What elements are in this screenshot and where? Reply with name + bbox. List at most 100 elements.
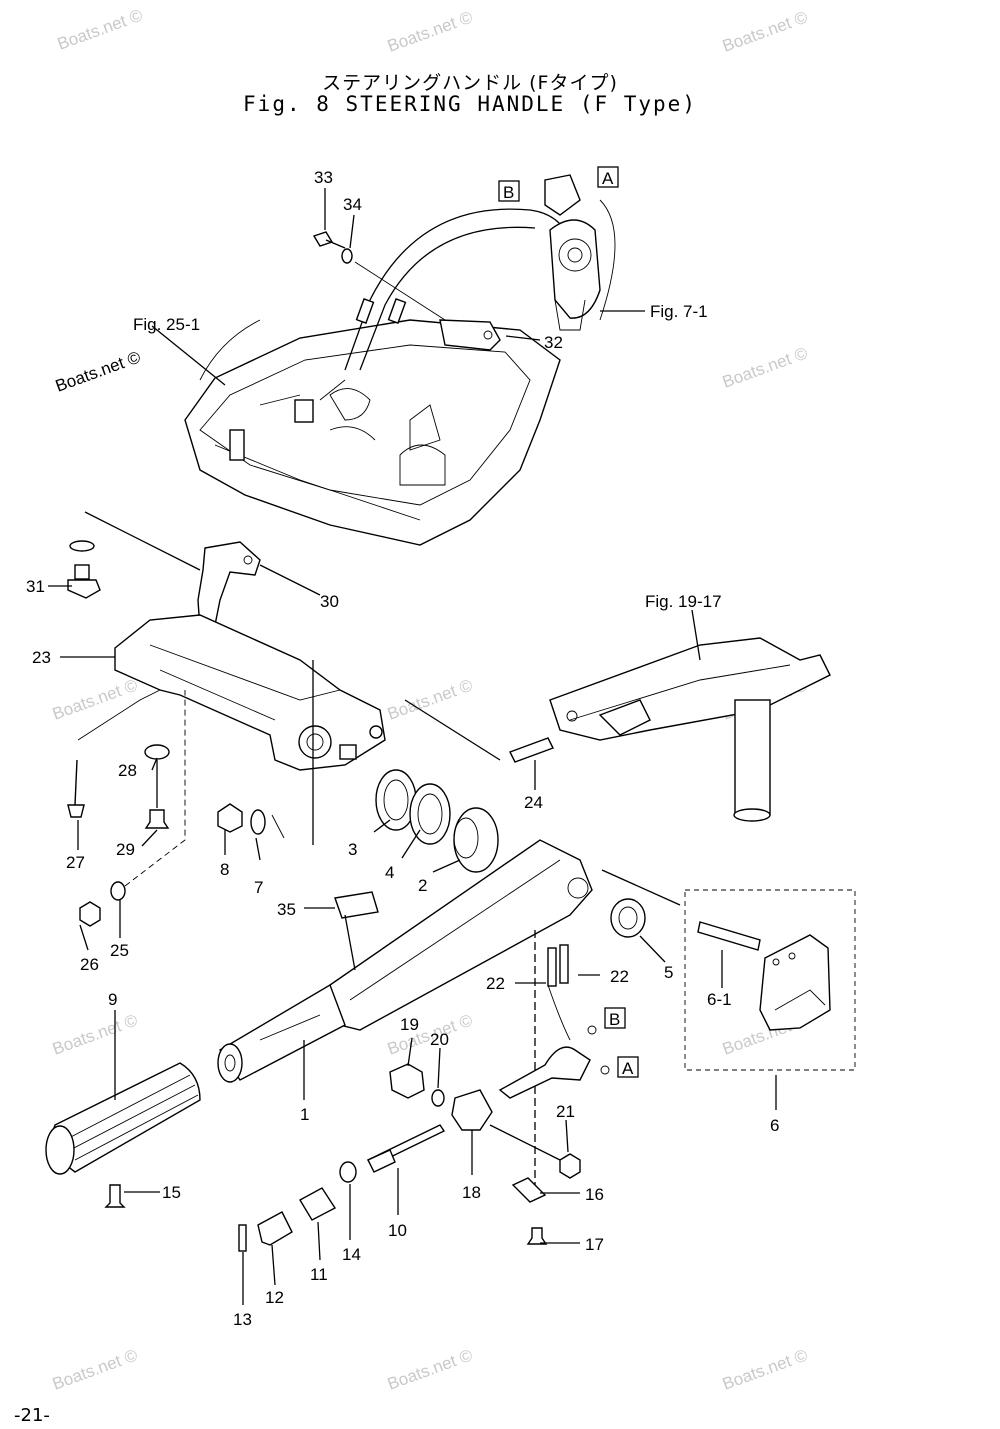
connector-tag-a-top: A (597, 166, 619, 188)
cap-14 (339, 1161, 357, 1183)
callout-11: 11 (310, 1265, 328, 1284)
watermark: Boats.net © (720, 7, 811, 55)
watermark: Boats.net © (385, 7, 476, 55)
cover-6-group (684, 889, 856, 1071)
screw-17 (526, 1227, 548, 1245)
plate-16 (511, 1177, 547, 1203)
clip-27 (67, 759, 85, 818)
callout-14: 14 (342, 1245, 361, 1264)
callout-35: 35 (277, 900, 296, 919)
callout-30: 30 (320, 592, 339, 611)
holder-12 (257, 1211, 293, 1246)
connector-tag-b-top: B (498, 180, 520, 202)
callout-2: 2 (418, 876, 427, 895)
collar-5 (610, 898, 646, 938)
callout-33: 33 (314, 168, 333, 187)
callout-10: 10 (388, 1221, 407, 1240)
callout-6: 6 (770, 1116, 779, 1135)
bushing-2 (453, 807, 499, 873)
bolt-29 (144, 809, 170, 829)
washer-4 (409, 783, 451, 845)
page-title: Fig. 8 STEERING HANDLE (F Type) (243, 92, 697, 116)
watermark: Boats.net © (50, 1010, 141, 1058)
nut-26 (79, 901, 101, 927)
svg-text:B: B (503, 183, 514, 202)
callout-5: 5 (664, 963, 673, 982)
callout-32: 32 (544, 333, 563, 352)
throttle-shaft-10 (366, 1124, 446, 1215)
callout-9: 9 (108, 990, 117, 1009)
cable-link-22-right (559, 944, 569, 984)
watermark: Boats.net © (50, 1345, 141, 1393)
callout-34: 34 (343, 195, 362, 214)
page-number: -21- (14, 1405, 50, 1426)
svg-text:A: A (622, 1059, 634, 1078)
svg-text:B: B (609, 1010, 620, 1029)
callout-18: 18 (462, 1183, 481, 1202)
throttle-cable-assembly (344, 174, 616, 371)
watermark: Boats.net © (385, 1345, 476, 1393)
screw-15 (104, 1184, 126, 1208)
washer-25 (110, 881, 126, 901)
sleeve-11 (299, 1187, 337, 1221)
swivel-bracket (549, 637, 831, 822)
callout-19: 19 (400, 1015, 419, 1034)
washer-20 (431, 1089, 445, 1107)
washer-7 (250, 809, 266, 835)
callout-22-right: 22 (610, 967, 629, 986)
washer-28 (144, 744, 170, 760)
svg-text:A: A (602, 169, 614, 188)
callout-6-1: 6-1 (707, 990, 732, 1009)
bolt-33 (312, 231, 346, 249)
connector-tag-b-bottom: B (604, 1007, 626, 1029)
callout-4: 4 (385, 863, 394, 882)
callout-1: 1 (300, 1105, 309, 1124)
throttle-grip-9 (45, 1010, 201, 1175)
steering-handle-1 (217, 839, 593, 1100)
reference-fig7-1: Fig. 7-1 (650, 302, 708, 321)
watermark: Boats.net © (55, 5, 146, 53)
watermark: Boats.net © (720, 343, 811, 391)
callout-27: 27 (66, 853, 85, 872)
nut-21 (559, 1153, 581, 1179)
callout-17: 17 (585, 1235, 604, 1254)
callout-29: 29 (116, 840, 135, 859)
reference-fig19-17: Fig. 19-17 (645, 592, 722, 611)
callout-15: 15 (162, 1183, 181, 1202)
callout-8: 8 (220, 860, 229, 879)
engine-mount-frame (184, 319, 561, 546)
callout-20: 20 (430, 1030, 449, 1049)
callout-31: 31 (26, 577, 45, 596)
decal-35 (334, 891, 379, 919)
cable-link-22-left (547, 947, 557, 987)
bolt-31 (67, 540, 101, 599)
callout-12: 12 (265, 1288, 284, 1307)
callout-24: 24 (524, 793, 543, 812)
page-title-japanese: ステアリングハンドル (Fタイプ) (322, 72, 618, 94)
reference-fig25-1: Fig. 25-1 (133, 315, 200, 334)
friction-knob-19 (389, 1063, 425, 1099)
watermark: Boats.net © (50, 675, 141, 723)
pin-6-1 (697, 921, 761, 951)
leader-lines (48, 188, 777, 1305)
pin-13 (238, 1224, 247, 1252)
watermark-dark: Boats.net © (53, 347, 144, 395)
callout-13: 13 (233, 1310, 252, 1329)
watermark: Boats.net © (720, 1345, 811, 1393)
cable-end-assembly (498, 1046, 591, 1099)
callout-16: 16 (585, 1185, 604, 1204)
callout-25: 25 (110, 941, 129, 960)
link-arm-30 (197, 541, 261, 631)
callout-28: 28 (118, 761, 137, 780)
callout-26: 26 (80, 955, 99, 974)
callout-7: 7 (254, 878, 263, 897)
washer-34 (341, 248, 353, 264)
nut-8 (217, 803, 243, 833)
callout-22-left: 22 (486, 974, 505, 993)
callout-23: 23 (32, 648, 51, 667)
pin-24 (404, 699, 554, 763)
throttle-block-18 (451, 1089, 493, 1131)
callout-labels: 33 34 32 31 30 23 28 24 3 29 27 8 4 2 7 … (26, 168, 779, 1329)
connector-tag-a-bottom: A (617, 1056, 639, 1078)
